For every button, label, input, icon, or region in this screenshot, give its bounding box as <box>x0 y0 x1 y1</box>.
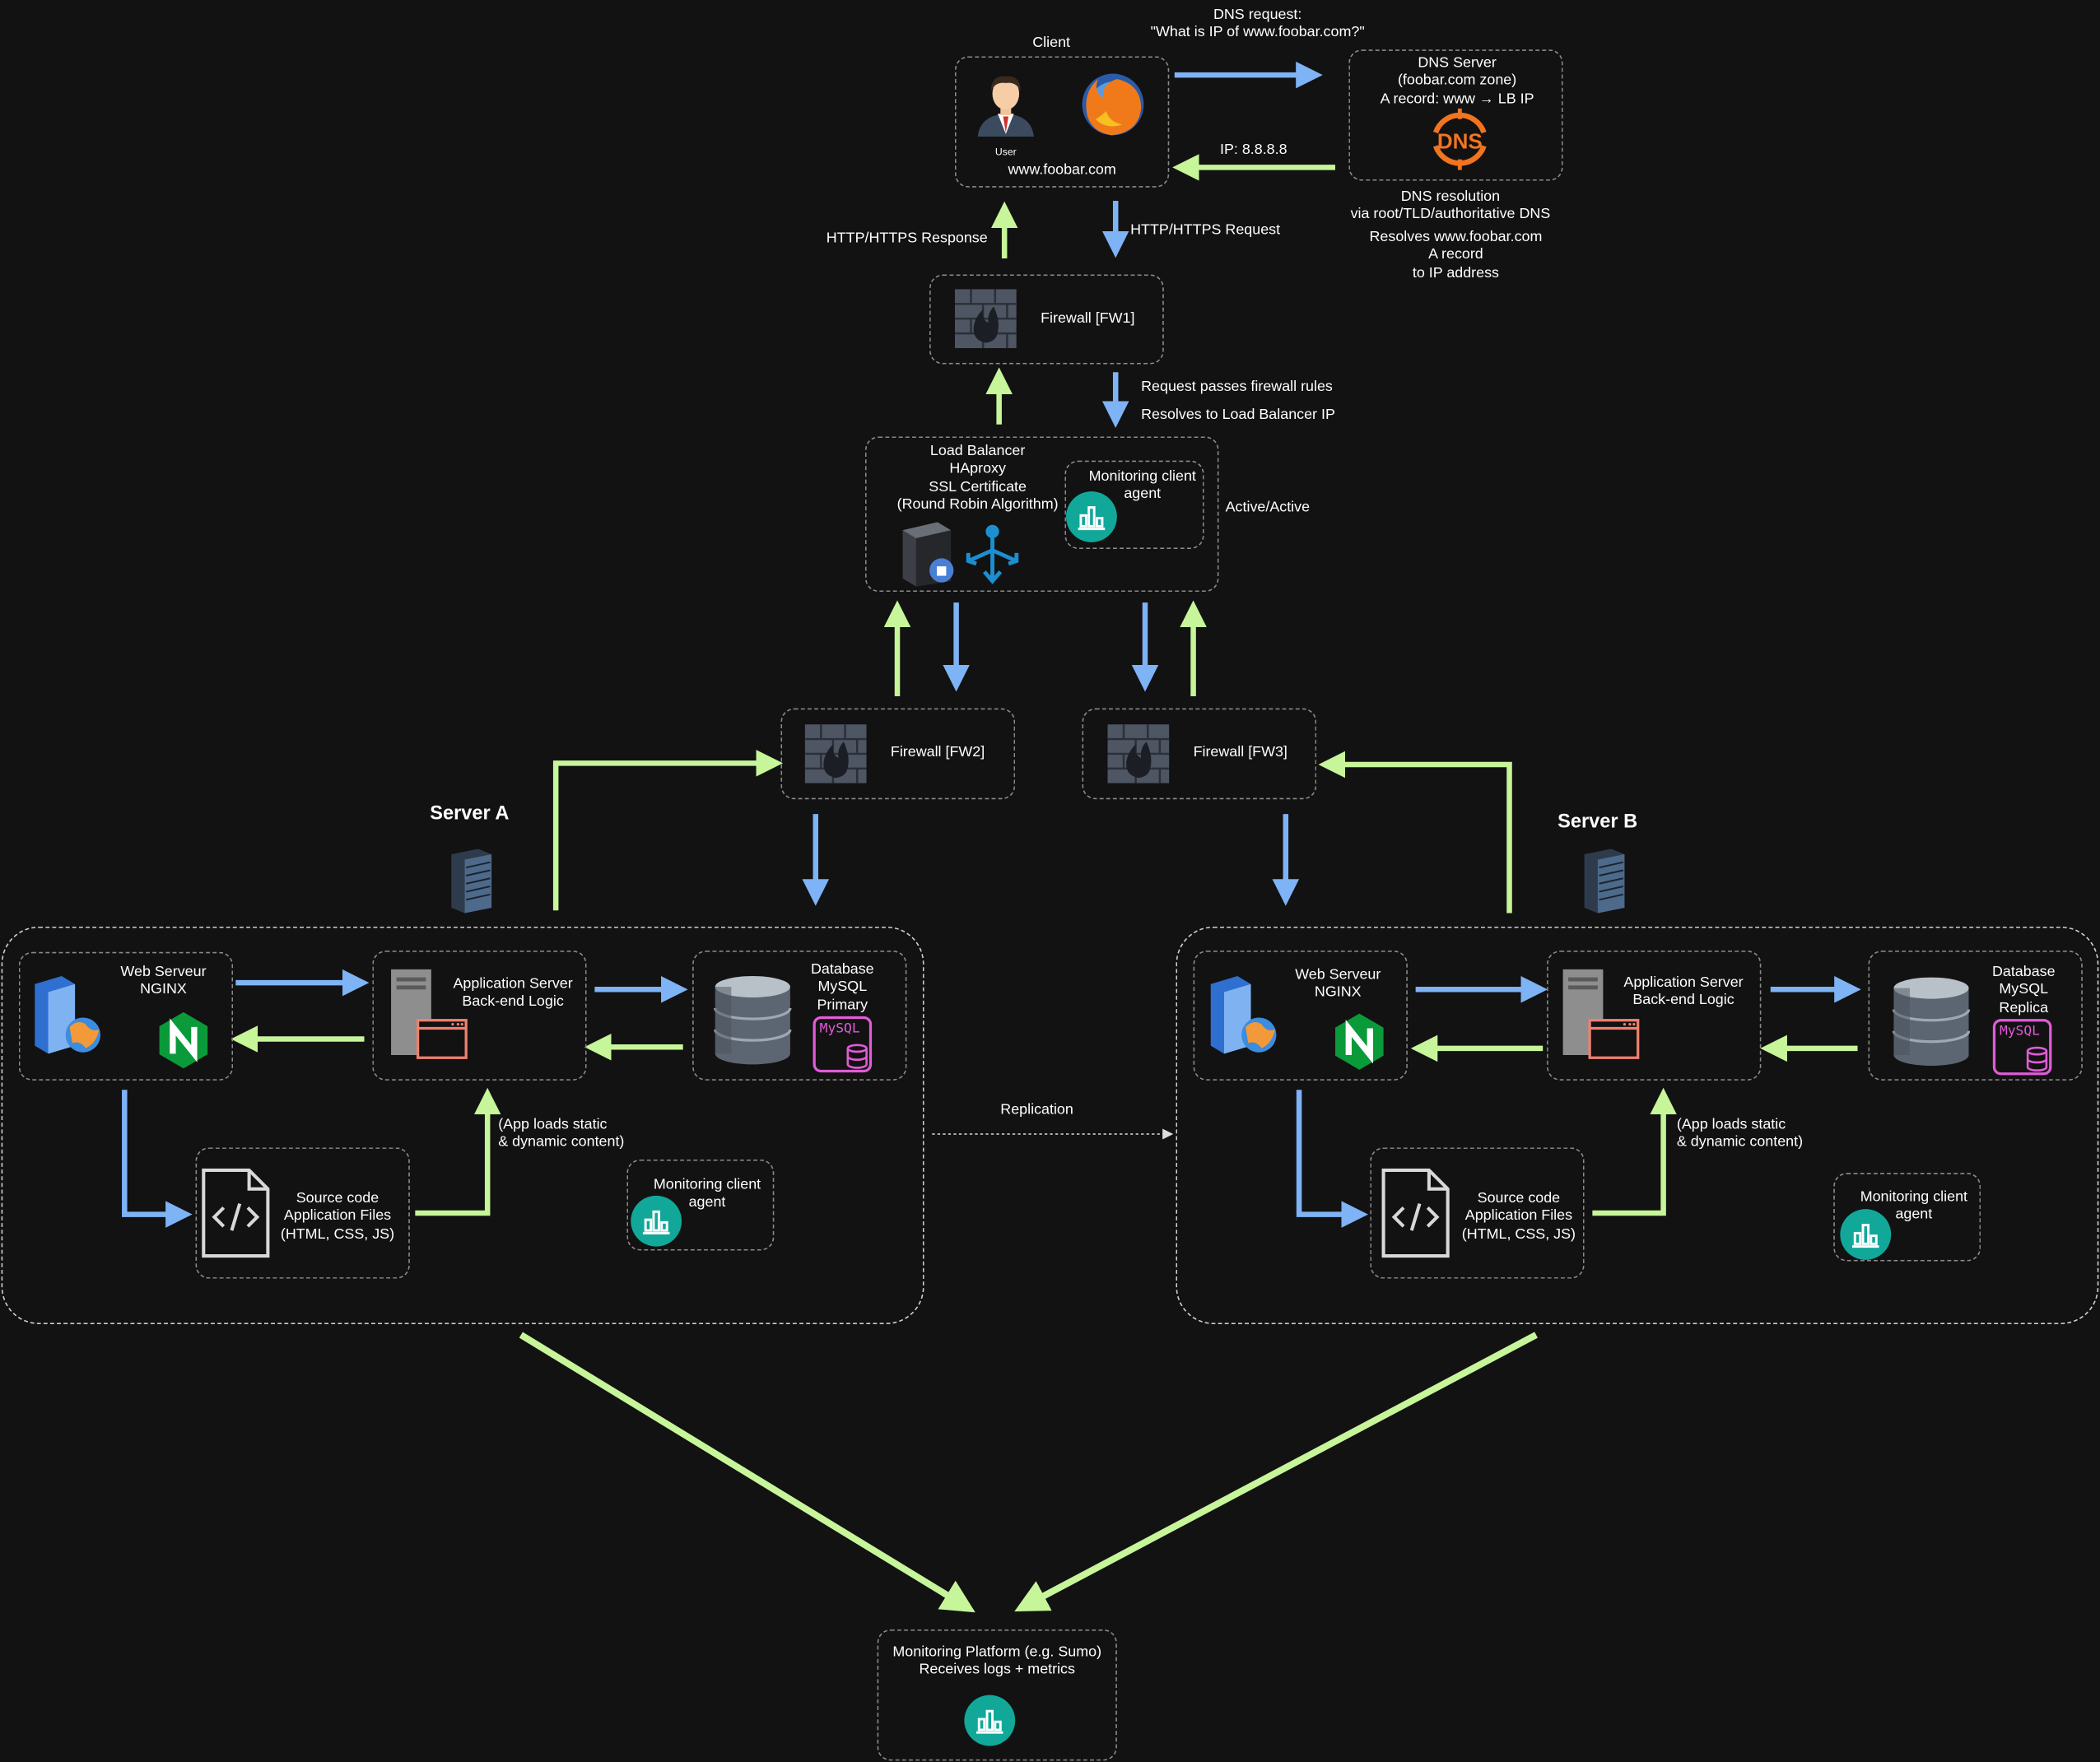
server-a-box <box>1 926 924 1325</box>
a-web-to-src-arrow <box>122 1090 193 1228</box>
mysql-logo-icon: MySQL <box>1992 1019 2052 1076</box>
server-b-to-monitoring-arrow <box>1014 1332 1538 1612</box>
dns-resolves-note: Resolves www.foobar.com A record to IP a… <box>1369 229 1543 281</box>
app-server-icon <box>391 969 468 1059</box>
server-b-to-fw3-arrow <box>1318 751 1512 914</box>
b-app-note: (App loads static & dynamic content) <box>1676 1116 1804 1151</box>
web-server-icon <box>1210 976 1277 1054</box>
b-monitoring-agent-label: Monitoring client agent <box>1860 1188 1967 1224</box>
client-box <box>954 56 1170 188</box>
app-server-icon <box>1562 969 1640 1059</box>
b-source-code-box <box>1370 1147 1585 1279</box>
b-web-server-label: Web Serveur NGINX <box>1295 966 1381 1001</box>
firewall-icon <box>804 724 867 783</box>
firewall-fw2-label: Firewall [FW2] <box>890 744 985 761</box>
mysql-badge-text: MySQL <box>819 1021 860 1037</box>
firewall-fw1-label: Firewall [FW1] <box>1041 310 1135 327</box>
a-app-server-label: Application Server Back-end Logic <box>453 976 573 1011</box>
b-src-to-app-arrow <box>1592 1087 1677 1216</box>
client-title: Client <box>1032 35 1070 51</box>
server-a-to-fw2-arrow <box>552 750 784 911</box>
dns-logo-text: DNS <box>1437 129 1483 154</box>
source-code-file-icon <box>1381 1168 1450 1258</box>
monitoring-platform-icon <box>964 1695 1016 1746</box>
lb-mode-label: Active/Active <box>1225 499 1311 516</box>
b-database-label: Database MySQL Replica <box>1991 964 2056 1016</box>
server-a-to-monitoring-arrow <box>519 1332 975 1613</box>
a-monitoring-agent-box <box>626 1159 775 1251</box>
mysql-logo-icon: MySQL <box>813 1016 873 1073</box>
a-monitoring-agent-icon <box>631 1195 682 1247</box>
b-source-code-label: Source code Application Files (HTML, CSS… <box>1461 1190 1576 1243</box>
server-a-title: Server A <box>430 803 510 825</box>
client-domain: www.foobar.com <box>1008 161 1116 179</box>
a-app-server-box <box>372 951 587 1081</box>
http-request-label: HTTP/HTTPS Request <box>1130 222 1281 239</box>
database-icon <box>714 976 792 1065</box>
firefox-browser-icon <box>1082 73 1144 136</box>
monitoring-platform-box <box>877 1629 1117 1761</box>
b-web-to-src-arrow <box>1296 1090 1369 1228</box>
fw1-passes-note: Request passes firewall rules <box>1141 379 1333 395</box>
a-database-box <box>692 951 907 1081</box>
b-monitoring-agent-box <box>1833 1173 1981 1262</box>
web-server-icon <box>35 976 101 1054</box>
lb-monitoring-agent-box <box>1064 460 1204 550</box>
mysql-badge-text: MySQL <box>1999 1024 2040 1039</box>
server-b-title: Server B <box>1558 811 1638 833</box>
b-app-server-label: Application Server Back-end Logic <box>1623 974 1744 1009</box>
server-b-box <box>1176 926 2099 1325</box>
server-rack-icon <box>451 848 492 914</box>
user-label: User <box>994 146 1017 158</box>
a-source-code-label: Source code Application Files (HTML, CSS… <box>280 1190 395 1243</box>
database-icon <box>1892 977 1971 1067</box>
dns-server-label: DNS Server (foobar.com zone) A record: w… <box>1380 54 1534 107</box>
firewall-icon <box>954 289 1017 348</box>
b-database-box <box>1868 951 2083 1081</box>
firewall-fw2-box <box>780 708 1016 800</box>
server-rack-icon <box>1584 848 1625 914</box>
dns-reply-label: IP: 8.8.8.8 <box>1219 142 1287 158</box>
b-monitoring-agent-icon <box>1840 1209 1892 1260</box>
http-response-label: HTTP/HTTPS Response <box>826 230 988 247</box>
b-web-server-box <box>1193 951 1408 1081</box>
nginx-logo-icon <box>1335 1013 1384 1070</box>
a-web-server-label: Web Serveur NGINX <box>120 964 207 998</box>
a-src-to-app-arrow <box>415 1087 501 1216</box>
b-app-server-box <box>1547 951 1762 1081</box>
replication-label: Replication <box>1000 1101 1073 1118</box>
dns-server-box <box>1348 49 1563 181</box>
monitoring-platform-label: Monitoring Platform (e.g. Sumo) Receives… <box>892 1643 1102 1679</box>
lb-monitoring-agent-icon <box>1066 491 1117 542</box>
user-icon <box>977 76 1034 137</box>
fw1-resolves-note: Resolves to Load Balancer IP <box>1141 407 1335 424</box>
firewall-fw3-label: Firewall [FW3] <box>1193 744 1287 761</box>
a-database-label: Database MySQL Primary <box>811 961 874 1014</box>
load-balancer-label: Load Balancer HAproxy SSL Certificate (R… <box>896 443 1059 514</box>
a-app-note: (App loads static & dynamic content) <box>498 1116 625 1151</box>
dns-logo-icon: DNS <box>1432 108 1487 170</box>
load-balancer-icon <box>966 524 1019 584</box>
a-source-code-box <box>195 1147 410 1279</box>
dns-resolution-note: DNS resolution via root/TLD/authoritativ… <box>1350 188 1551 223</box>
dns-request-label: DNS request: "What is IP of www.foobar.c… <box>1150 7 1365 41</box>
lb-monitoring-agent-label: Monitoring client agent <box>1088 468 1196 503</box>
firewall-fw1-box <box>929 274 1164 365</box>
source-code-file-icon <box>202 1168 270 1258</box>
firewall-fw3-box <box>1082 708 1317 800</box>
lb-server-icon <box>902 522 954 587</box>
load-balancer-box <box>864 436 1219 593</box>
nginx-logo-icon <box>159 1011 208 1069</box>
a-web-server-box <box>18 951 234 1081</box>
firewall-icon <box>1107 724 1170 783</box>
a-monitoring-agent-label: Monitoring client agent <box>653 1177 761 1211</box>
